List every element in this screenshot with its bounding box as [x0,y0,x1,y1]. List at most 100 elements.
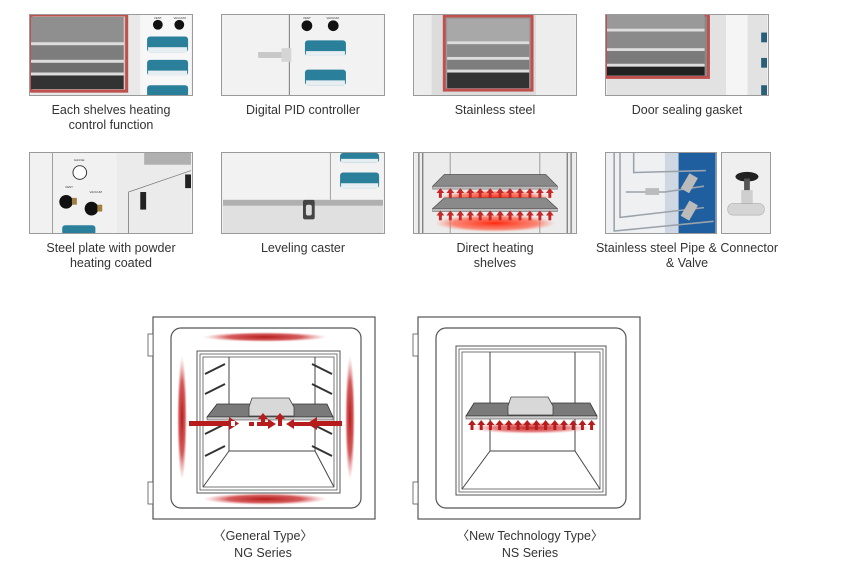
feature-caption: Direct heating shelves [395,241,595,271]
heat-arrow-head [436,188,445,193]
heat-arrow [507,424,511,430]
general-type-caption: 〈General Type〉 NG Series [143,528,383,562]
svg-text:VENT: VENT [154,16,162,20]
heat-arrow-head [456,188,465,193]
heat-arrow [508,214,512,221]
heat-arrow [518,214,522,221]
feature-caption: Stainless steel [395,103,595,118]
svg-text:VACUUM: VACUUM [90,190,103,194]
heat-arrow [538,192,542,198]
heat-arrow-head [506,210,514,216]
stainless-steel-image [413,14,577,96]
heat-arrow-head [578,420,587,425]
caption-line: Leveling caster [260,241,346,255]
heat-arrow-head [504,420,513,425]
general-type-diagram [147,316,376,520]
heat-zone-bottom [203,493,327,505]
heat-arrow-head [545,188,554,193]
heat-arrow [498,192,502,198]
diagram-type-label: 〈New Technology Type〉 [456,529,604,543]
heat-arrow [438,192,442,198]
heat-arrow-head [496,188,504,193]
heat-arrow-head [496,210,504,216]
heat-arrow [590,424,594,430]
svg-text:GAUGE: GAUGE [74,158,85,162]
caption-line: Stainless steel Pipe & Connector [595,241,779,255]
svg-text:VENT: VENT [65,185,73,189]
heat-arrow-head [486,188,495,193]
leveling-caster-image [221,152,385,234]
heat-arrow-head [535,188,544,193]
heat-arrow-head [514,420,522,425]
caption-line: Direct heating [456,241,534,255]
shelf-rail [204,363,226,375]
feature-caption: Steel plate with powder heating coated [11,241,211,271]
heat-arrow-head [466,188,475,193]
caption-line: & Valve [665,256,709,270]
heat-arrow-head [476,188,485,193]
heat-arrow-head [476,210,485,216]
caption-line: Digital PID controller [246,103,360,117]
caption-line: Each shelves heating [51,103,171,117]
heat-arrow [468,214,472,221]
heat-arrow-head [468,420,476,425]
diagram-type-label: 〈General Type〉 [213,529,313,543]
heat-arrow-head [523,420,532,425]
heat-zone-right [345,356,355,480]
heat-arrow-head [446,188,455,193]
heat-arrow-head [532,420,541,425]
heat-arrow-head [466,210,475,216]
heat-arrow [488,192,492,198]
heat-arrow-head [486,210,495,216]
heating-arrows [468,420,596,430]
caption-line: control function [68,118,154,132]
heat-arrow [438,214,442,221]
heat-arrow-head [526,188,534,193]
svg-text:VENT: VENT [303,16,311,20]
heat-arrow-head [516,210,524,216]
shelf-rail [311,363,333,375]
heat-arrow [544,424,548,430]
new-technology-type-diagram [412,316,641,520]
heat-arrow-head [446,210,455,216]
door-gasket-image [605,14,769,96]
svg-text:VACUUM: VACUUM [326,16,339,20]
valve-image [721,152,771,234]
heat-arrow [498,424,502,430]
heat-arrow [498,214,502,221]
heat-arrow [534,424,538,430]
feature-caption: Door sealing gasket [587,103,787,118]
caption-line: heating coated [69,256,152,270]
caption-line: Steel plate with powder [46,241,176,255]
heat-arrow [516,424,520,430]
heat-arrow-head [541,420,550,425]
pid-controller-image: VENT VACUUM [221,14,385,96]
heat-arrow-head [436,210,445,216]
caption-line: Stainless steel [454,103,536,117]
feature-caption: Each shelves heating control function [11,103,211,133]
heat-zone-left [177,356,187,480]
pipe-connector-image [605,152,717,234]
heat-arrow [470,424,474,430]
heat-arrow [488,214,492,221]
heat-arrow-head [486,420,495,425]
heat-arrow [508,192,512,198]
powder-coated-panel-image: GAUGE VENT VACUUM [29,152,193,234]
heat-arrow [571,424,575,430]
feature-caption: Digital PID controller [203,103,403,118]
heat-arrow [580,424,584,430]
caption-line: Door sealing gasket [631,103,743,117]
heat-arrow [525,424,529,430]
heat-arrow [488,424,492,430]
heat-arrow-head [560,420,568,425]
heat-arrow-head [587,420,596,425]
heat-arrow-head [526,210,534,216]
heat-arrow [562,424,566,430]
heat-arrow [518,192,522,198]
heat-arrow [528,214,532,221]
heat-arrow [458,192,462,198]
heat-arrow-head [545,210,554,216]
heat-arrow-head [506,188,514,193]
feature-caption: Stainless steel Pipe & Connector & Valve [587,241,787,271]
heat-arrow-head [569,420,578,425]
